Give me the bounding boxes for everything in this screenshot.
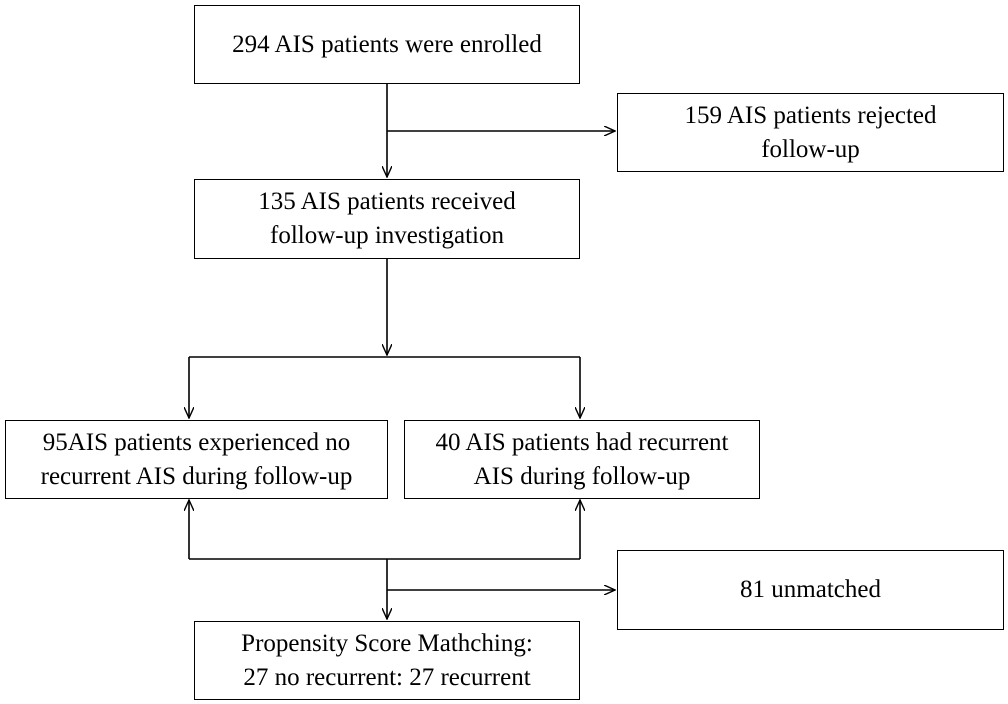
psm-text-line-1: Propensity Score Mathching: xyxy=(241,629,533,657)
received-text-line-1: 135 AIS patients received xyxy=(258,188,516,215)
recurrent-text-line-1: 40 AIS patients had recurrent xyxy=(435,428,729,456)
rejected-text-line-1: 159 AIS patients rejected xyxy=(684,101,937,129)
rejected-text-line-2: follow-up xyxy=(761,135,860,163)
enrolled-text: 294 AIS patients were enrolled xyxy=(232,30,542,58)
enrolled-box: 294 AIS patients were enrolled xyxy=(194,5,580,84)
psm-box: Propensity Score Mathching: 27 no recurr… xyxy=(194,621,580,700)
unmatched-text: 81 unmatched xyxy=(740,576,881,603)
no-recurrent-box: 95AIS patients experienced no recurrent … xyxy=(5,420,388,499)
unmatched-box: 81 unmatched xyxy=(617,550,1004,630)
no-recurrent-text-line-2: recurrent AIS during follow-up xyxy=(40,462,353,490)
rejected-box: 159 AIS patients rejected follow-up xyxy=(617,93,1004,172)
received-box: 135 AIS patients received follow-up inve… xyxy=(194,179,580,259)
recurrent-text-line-2: AIS during follow-up xyxy=(473,462,691,490)
psm-text-line-2: 27 no recurrent: 27 recurrent xyxy=(243,663,531,691)
no-recurrent-text-line-1: 95AIS patients experienced no xyxy=(42,428,351,456)
received-text-line-2: follow-up investigation xyxy=(270,222,504,249)
recurrent-box: 40 AIS patients had recurrent AIS during… xyxy=(404,420,760,499)
